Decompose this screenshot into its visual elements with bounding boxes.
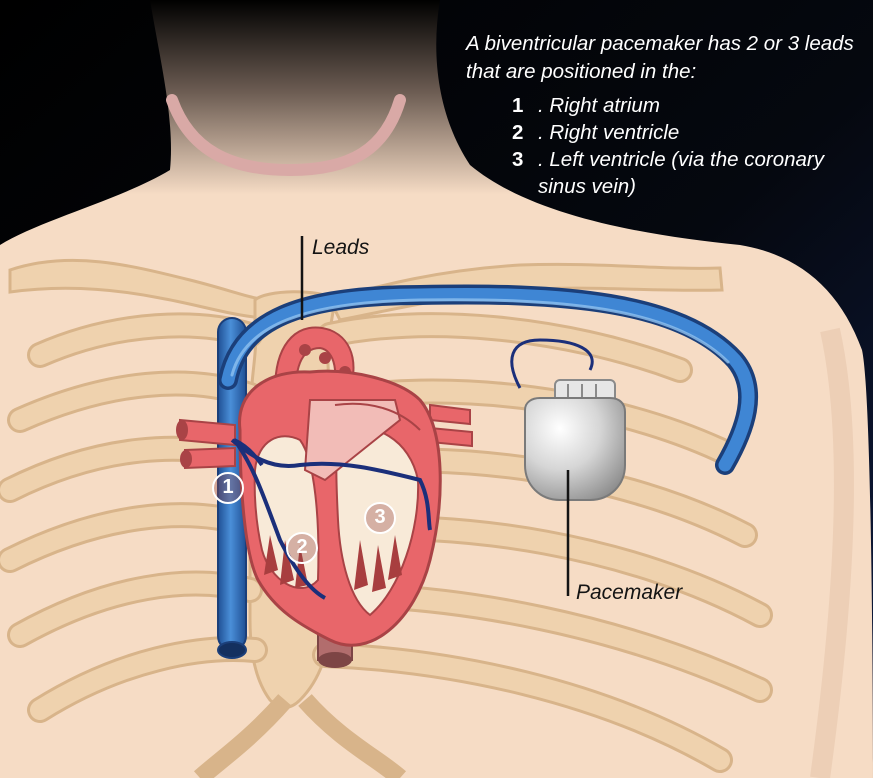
pacemaker-label: Pacemaker	[576, 581, 682, 605]
pacemaker-device-icon	[525, 380, 625, 500]
leads-label: Leads	[312, 236, 369, 260]
item-text: . Left ventricle (via the coronary sinus…	[538, 148, 824, 198]
item-number: 2	[512, 119, 523, 146]
item-number: 1	[512, 92, 523, 119]
caption-intro: A biventricular pacemaker has 2 or 3 lea…	[466, 30, 866, 86]
badge-left-ventricle: 3	[364, 502, 396, 534]
item-number: 3	[512, 146, 523, 173]
badge-right-ventricle: 2	[286, 532, 318, 564]
item-text: . Right atrium	[538, 94, 660, 117]
list-item: 2 . Right ventricle	[512, 119, 872, 146]
lead-position-list: 1 . Right atrium 2 . Right ventricle 3 . Le…	[512, 92, 872, 200]
list-item: 1 . Right atrium	[512, 92, 872, 119]
item-text: . Right ventricle	[538, 121, 679, 144]
list-item: 3 . Left ventricle (via the coronary sinu…	[512, 146, 872, 200]
badge-right-atrium: 1	[212, 472, 244, 504]
